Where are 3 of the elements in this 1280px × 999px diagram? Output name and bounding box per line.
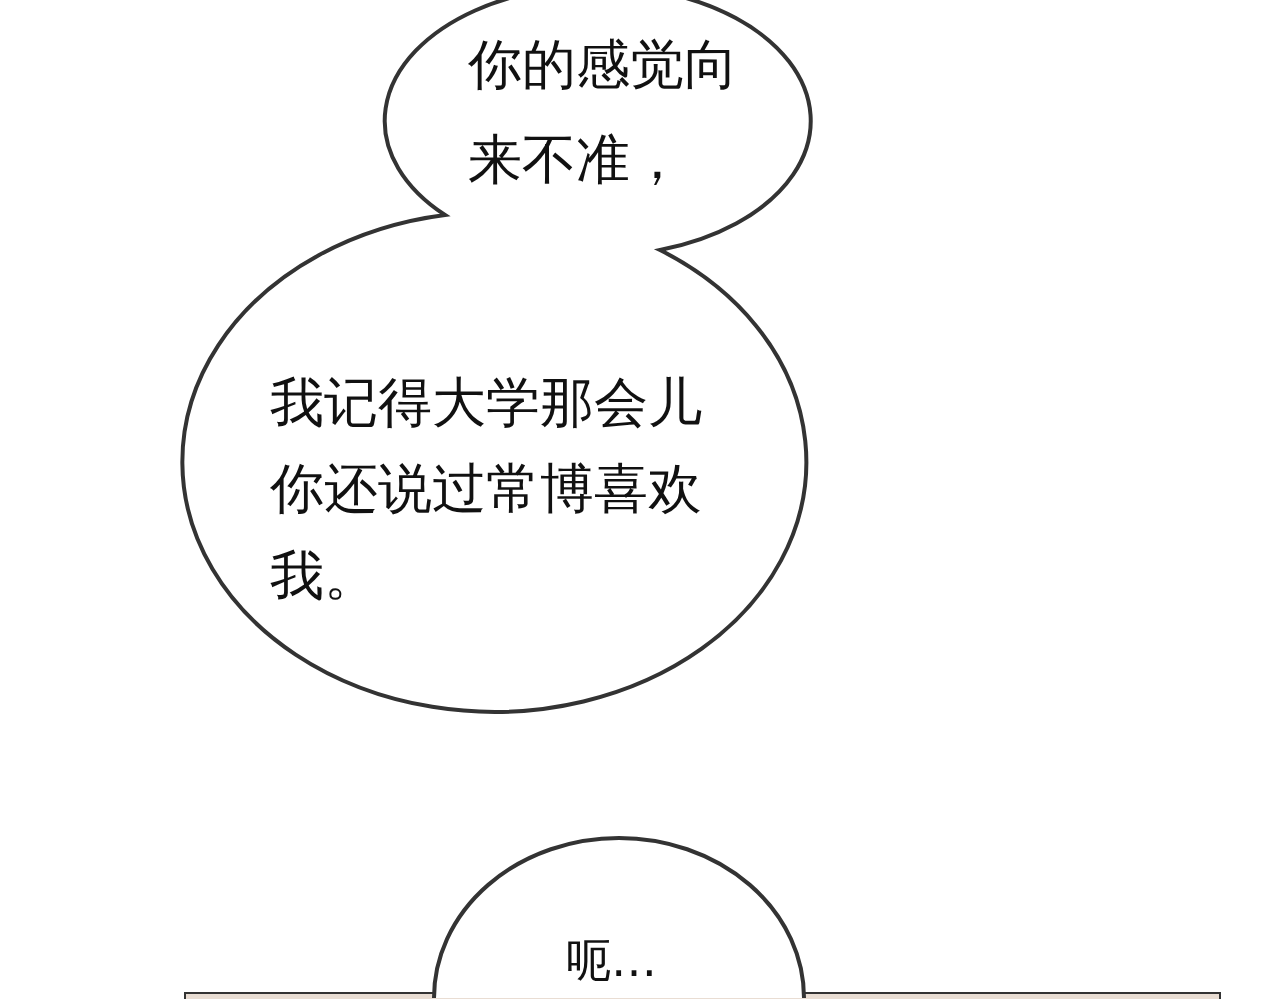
dialogue-text: 你的感觉向来不准， [468,32,739,193]
dialogue-text: 我记得大学那会儿你还说过常博喜欢我。 [270,370,703,609]
dialogue-text: 呃… [565,933,658,989]
